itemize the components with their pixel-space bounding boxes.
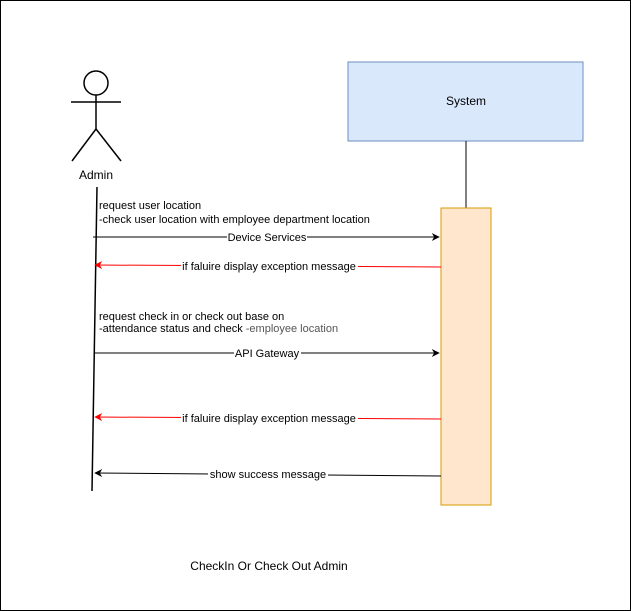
message-note-line-1: request user location: [99, 200, 201, 212]
message-label: API Gateway: [235, 348, 300, 360]
message-note-line-2: -check user location with employee depar…: [99, 214, 370, 226]
diagram-caption: CheckIn Or Check Out Admin: [190, 559, 347, 573]
system-box-shape: [347, 61, 584, 142]
message-api-gateway: request check in or check out base on -a…: [94, 311, 440, 360]
message-note-line-2: -attendance status and check -employee l…: [99, 323, 338, 335]
message-label-background: [227, 231, 307, 243]
message-label: Device Services: [228, 232, 307, 244]
actor-left-leg: [71, 128, 97, 162]
activation-bar: [440, 207, 492, 506]
message-label-background: [208, 468, 328, 480]
admin-actor: Admin: [71, 70, 122, 182]
actor-lifeline: [91, 186, 98, 492]
message-label-background: [181, 412, 358, 424]
message-label: show success message: [210, 469, 326, 481]
message-label: if faluire display exception message: [182, 413, 356, 425]
message-label-background: [234, 347, 301, 359]
system-box: System: [347, 61, 584, 142]
message-label: if faluire display exception message: [182, 261, 356, 273]
actor-label: Admin: [79, 168, 113, 182]
message-failure-2: if faluire display exception message: [94, 412, 442, 425]
system-label: System: [446, 94, 486, 108]
actor-head: [83, 70, 109, 96]
message-success: show success message: [94, 468, 442, 481]
message-note-line-1: request check in or check out base on: [99, 311, 284, 323]
message-label-background: [181, 260, 358, 272]
message-note-line-2-main: -attendance status and check: [99, 323, 246, 335]
actor-right-leg: [95, 128, 122, 162]
message-device-services: request user location -check user locati…: [93, 200, 440, 244]
message-note-line-2-muted: -employee location: [246, 323, 338, 335]
message-failure-1: if faluire display exception message: [94, 260, 442, 273]
